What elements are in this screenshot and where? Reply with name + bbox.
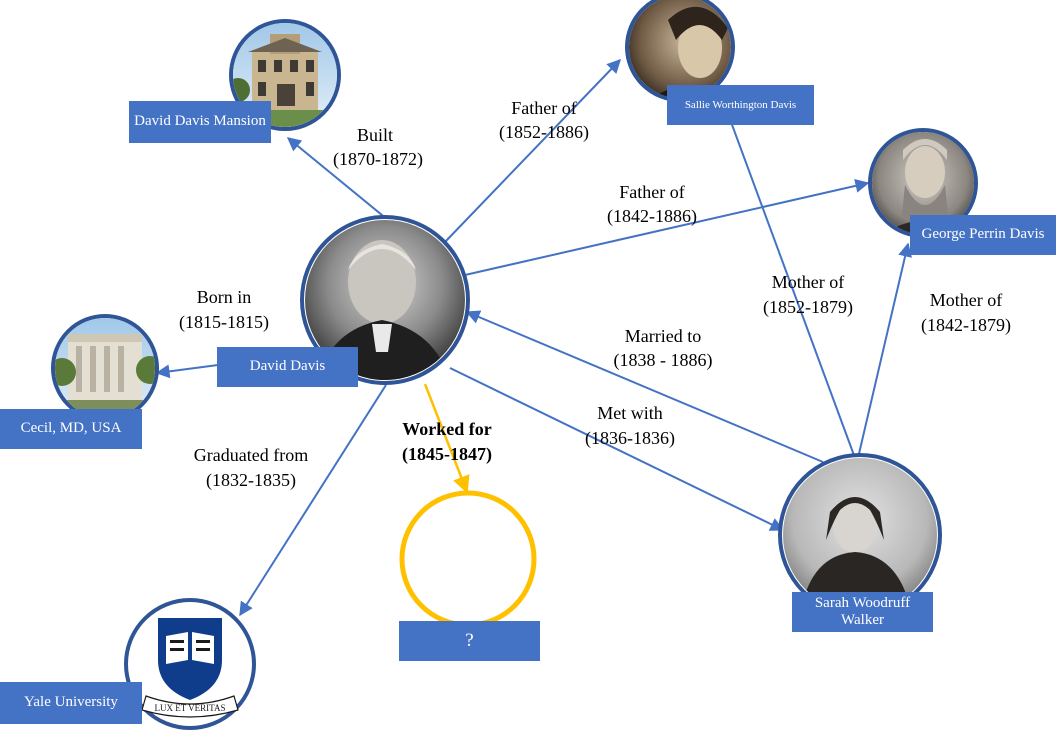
mother-of-george-relation: Mother of	[930, 290, 1002, 310]
mother-of-sallie-relation: Mother of	[772, 272, 844, 292]
edge-graduated-from	[239, 384, 387, 617]
father-of-george-dates: (1842-1886)	[607, 206, 697, 227]
sarah-label[interactable]: Sarah Woodruff Walker	[792, 592, 933, 632]
married-to-relation: Married to	[625, 326, 701, 346]
edge-father-of-george	[464, 178, 870, 276]
yale-motto: LUX ET VERITAS	[155, 703, 226, 713]
edge-worked-for	[423, 383, 470, 494]
father-of-sallie-relation: Father of	[511, 98, 576, 118]
born-in-relation: Born in	[197, 287, 252, 307]
worked-for-relation: Worked for	[402, 419, 492, 439]
graduated-from-relation: Graduated from	[194, 445, 308, 465]
yale-label[interactable]: Yale University	[0, 682, 142, 724]
father-of-george-relation: Father of	[619, 182, 684, 202]
edge-mother-of-sallie	[730, 121, 856, 459]
edge-father-of-sallie	[444, 58, 621, 243]
node-sarah[interactable]	[778, 453, 942, 617]
edge-built	[286, 137, 389, 221]
edge-met-with	[449, 367, 785, 531]
edges	[155, 58, 912, 617]
yale-motto-banner: LUX ET VERITAS	[141, 695, 239, 718]
mother-of-sallie-dates: (1852-1879)	[763, 297, 853, 318]
sarah-photo	[783, 458, 937, 612]
edge-mother-of-george	[857, 242, 912, 459]
met-with-dates: (1836-1836)	[585, 428, 675, 449]
unknown-label[interactable]: ?	[399, 621, 540, 661]
node-yale[interactable]: LUX ET VERITAS	[124, 598, 256, 730]
mother-of-george-dates: (1842-1879)	[921, 315, 1011, 336]
george-label[interactable]: George Perrin Davis	[910, 215, 1056, 255]
edge-born-in	[155, 364, 219, 379]
cecil-photo	[55, 318, 155, 418]
yale-shield-icon	[158, 618, 222, 700]
born-in-dates: (1815-1815)	[179, 312, 269, 333]
father-of-sallie-dates: (1852-1886)	[499, 122, 589, 143]
cecil-label[interactable]: Cecil, MD, USA	[0, 409, 142, 449]
node-cecil[interactable]	[48, 314, 164, 425]
edge-married-to	[465, 310, 824, 463]
david-davis-label[interactable]: David Davis	[217, 347, 358, 387]
edge-labels: Built (1870-1872) Father of (1852-1886) …	[179, 98, 1011, 491]
met-with-relation: Met with	[597, 403, 663, 423]
graduated-from-dates: (1832-1835)	[206, 470, 296, 491]
built-dates: (1870-1872)	[333, 149, 423, 170]
unknown-ring	[399, 490, 537, 628]
node-unknown[interactable]	[399, 490, 537, 628]
worked-for-dates: (1845-1847)	[402, 444, 492, 465]
sallie-label[interactable]: Sallie Worthington Davis	[667, 85, 814, 125]
mansion-label[interactable]: David Davis Mansion	[129, 101, 271, 143]
built-relation: Built	[357, 125, 393, 145]
married-to-dates: (1838 - 1886)	[614, 350, 713, 371]
